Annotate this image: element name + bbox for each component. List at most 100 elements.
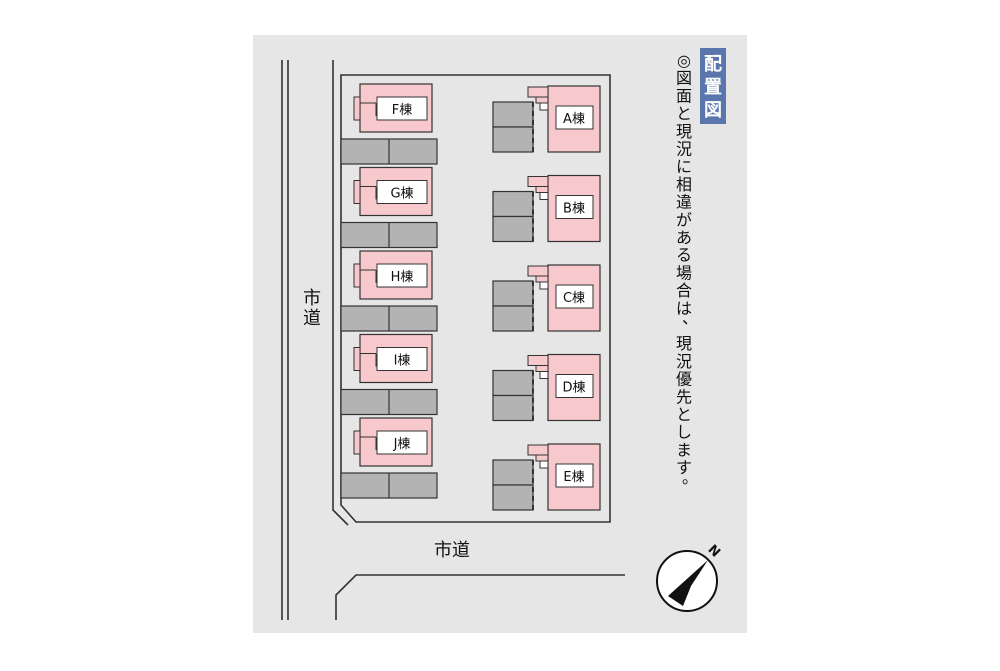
note-char: 場: [676, 263, 692, 282]
note-char: 合: [676, 281, 692, 300]
note-char: 相: [676, 175, 692, 194]
building-left: G棟: [340, 166, 438, 249]
note-char: ま: [676, 440, 692, 459]
south-road-label: 市道: [434, 540, 470, 561]
note-char: 現: [676, 334, 692, 353]
note-char: し: [676, 423, 692, 442]
building-label-box: [555, 284, 594, 309]
building-left: J棟: [340, 417, 438, 499]
building-entry: [539, 371, 549, 379]
parking-space: [492, 369, 534, 397]
building-label: F棟: [392, 103, 412, 118]
building-label-box: [376, 430, 428, 455]
note-char: 先: [676, 387, 692, 406]
note-char: す: [676, 458, 692, 477]
building-label: A棟: [563, 112, 585, 127]
compass: N: [656, 542, 723, 612]
parking-space: [492, 101, 534, 128]
building-entry: [535, 186, 549, 193]
building-label-box: [376, 180, 428, 204]
note-char: る: [676, 246, 692, 265]
building-right: C棟: [492, 264, 601, 332]
building-entry: [527, 444, 549, 456]
building-label: J棟: [393, 437, 411, 452]
building-label: I棟: [394, 354, 411, 369]
building-entry: [527, 176, 549, 187]
building-entry: [535, 275, 549, 283]
note-char: あ: [676, 228, 692, 247]
building-label-box: [555, 105, 594, 130]
parking-space: [492, 484, 534, 511]
note-char: 面: [676, 86, 692, 105]
building-label: H棟: [391, 270, 414, 285]
note-char: に: [676, 157, 692, 176]
building-entry: [539, 102, 549, 111]
parking-space: [492, 459, 534, 486]
title-char: 図: [704, 100, 722, 121]
building-label-box: [555, 195, 594, 219]
building-entry: [535, 454, 549, 462]
title-char: 配: [704, 54, 722, 75]
building-label: B棟: [563, 202, 585, 217]
note-char: 優: [676, 370, 692, 389]
title-badge: [700, 48, 726, 124]
note-char: 。: [682, 468, 698, 487]
parking-space: [492, 215, 534, 243]
south-road-line: [335, 574, 625, 620]
building-right: E棟: [492, 443, 601, 511]
building-entry: [539, 281, 549, 290]
title-text: 配置図: [704, 54, 722, 121]
building-label-box: [555, 463, 594, 488]
building-label-box: [376, 263, 428, 288]
building-label-box: [376, 96, 428, 121]
building-right: D棟: [492, 353, 601, 422]
building-left: H棟: [340, 250, 438, 332]
parking-space: [492, 305, 534, 332]
building-entry: [353, 180, 361, 204]
parking-space: [492, 190, 534, 218]
parking-space: [492, 126, 534, 153]
building-entry: [527, 355, 549, 366]
note-char: が: [676, 210, 692, 229]
building-entry: [353, 96, 361, 121]
west-curb-line: [332, 60, 349, 526]
building-entry: [535, 365, 549, 372]
building-right: B棟: [492, 174, 601, 243]
compass-needle: [668, 560, 708, 606]
building-left: I棟: [340, 333, 438, 416]
building-entry: [353, 430, 361, 455]
note-char: と: [676, 104, 692, 123]
left-buildings: F棟 G棟 H棟 I棟 J棟: [340, 83, 438, 499]
building-label: G棟: [390, 187, 413, 202]
building-label: E棟: [563, 470, 584, 485]
building-label: C棟: [563, 291, 585, 306]
west-road-label-1: 市: [303, 288, 321, 309]
building-entry: [527, 86, 549, 98]
site-boundary: [340, 74, 611, 523]
right-buildings: A棟 B棟 C棟 D棟 E棟: [492, 85, 601, 511]
note-char: 、: [682, 309, 698, 328]
building-entry: [353, 263, 361, 288]
building-right: A棟: [492, 85, 601, 153]
note-char: 況: [676, 352, 692, 371]
west-road-label-2: 道: [303, 308, 321, 329]
building-entry: [539, 192, 549, 200]
building-left: F棟: [340, 83, 438, 165]
parking-space: [492, 280, 534, 307]
note-char: は: [676, 299, 692, 318]
building-entry: [535, 96, 549, 104]
note-char: 現: [676, 122, 692, 141]
note-char: ◎: [677, 51, 691, 70]
building-entry: [353, 347, 361, 371]
building-label-box: [555, 374, 594, 398]
title-char: 置: [704, 77, 722, 98]
note-char: と: [676, 405, 692, 424]
note-char: 図: [676, 69, 692, 88]
note-char: 違: [676, 193, 692, 212]
parking-space: [492, 394, 534, 422]
building-label: D棟: [562, 381, 585, 396]
note-char: 況: [676, 140, 692, 159]
